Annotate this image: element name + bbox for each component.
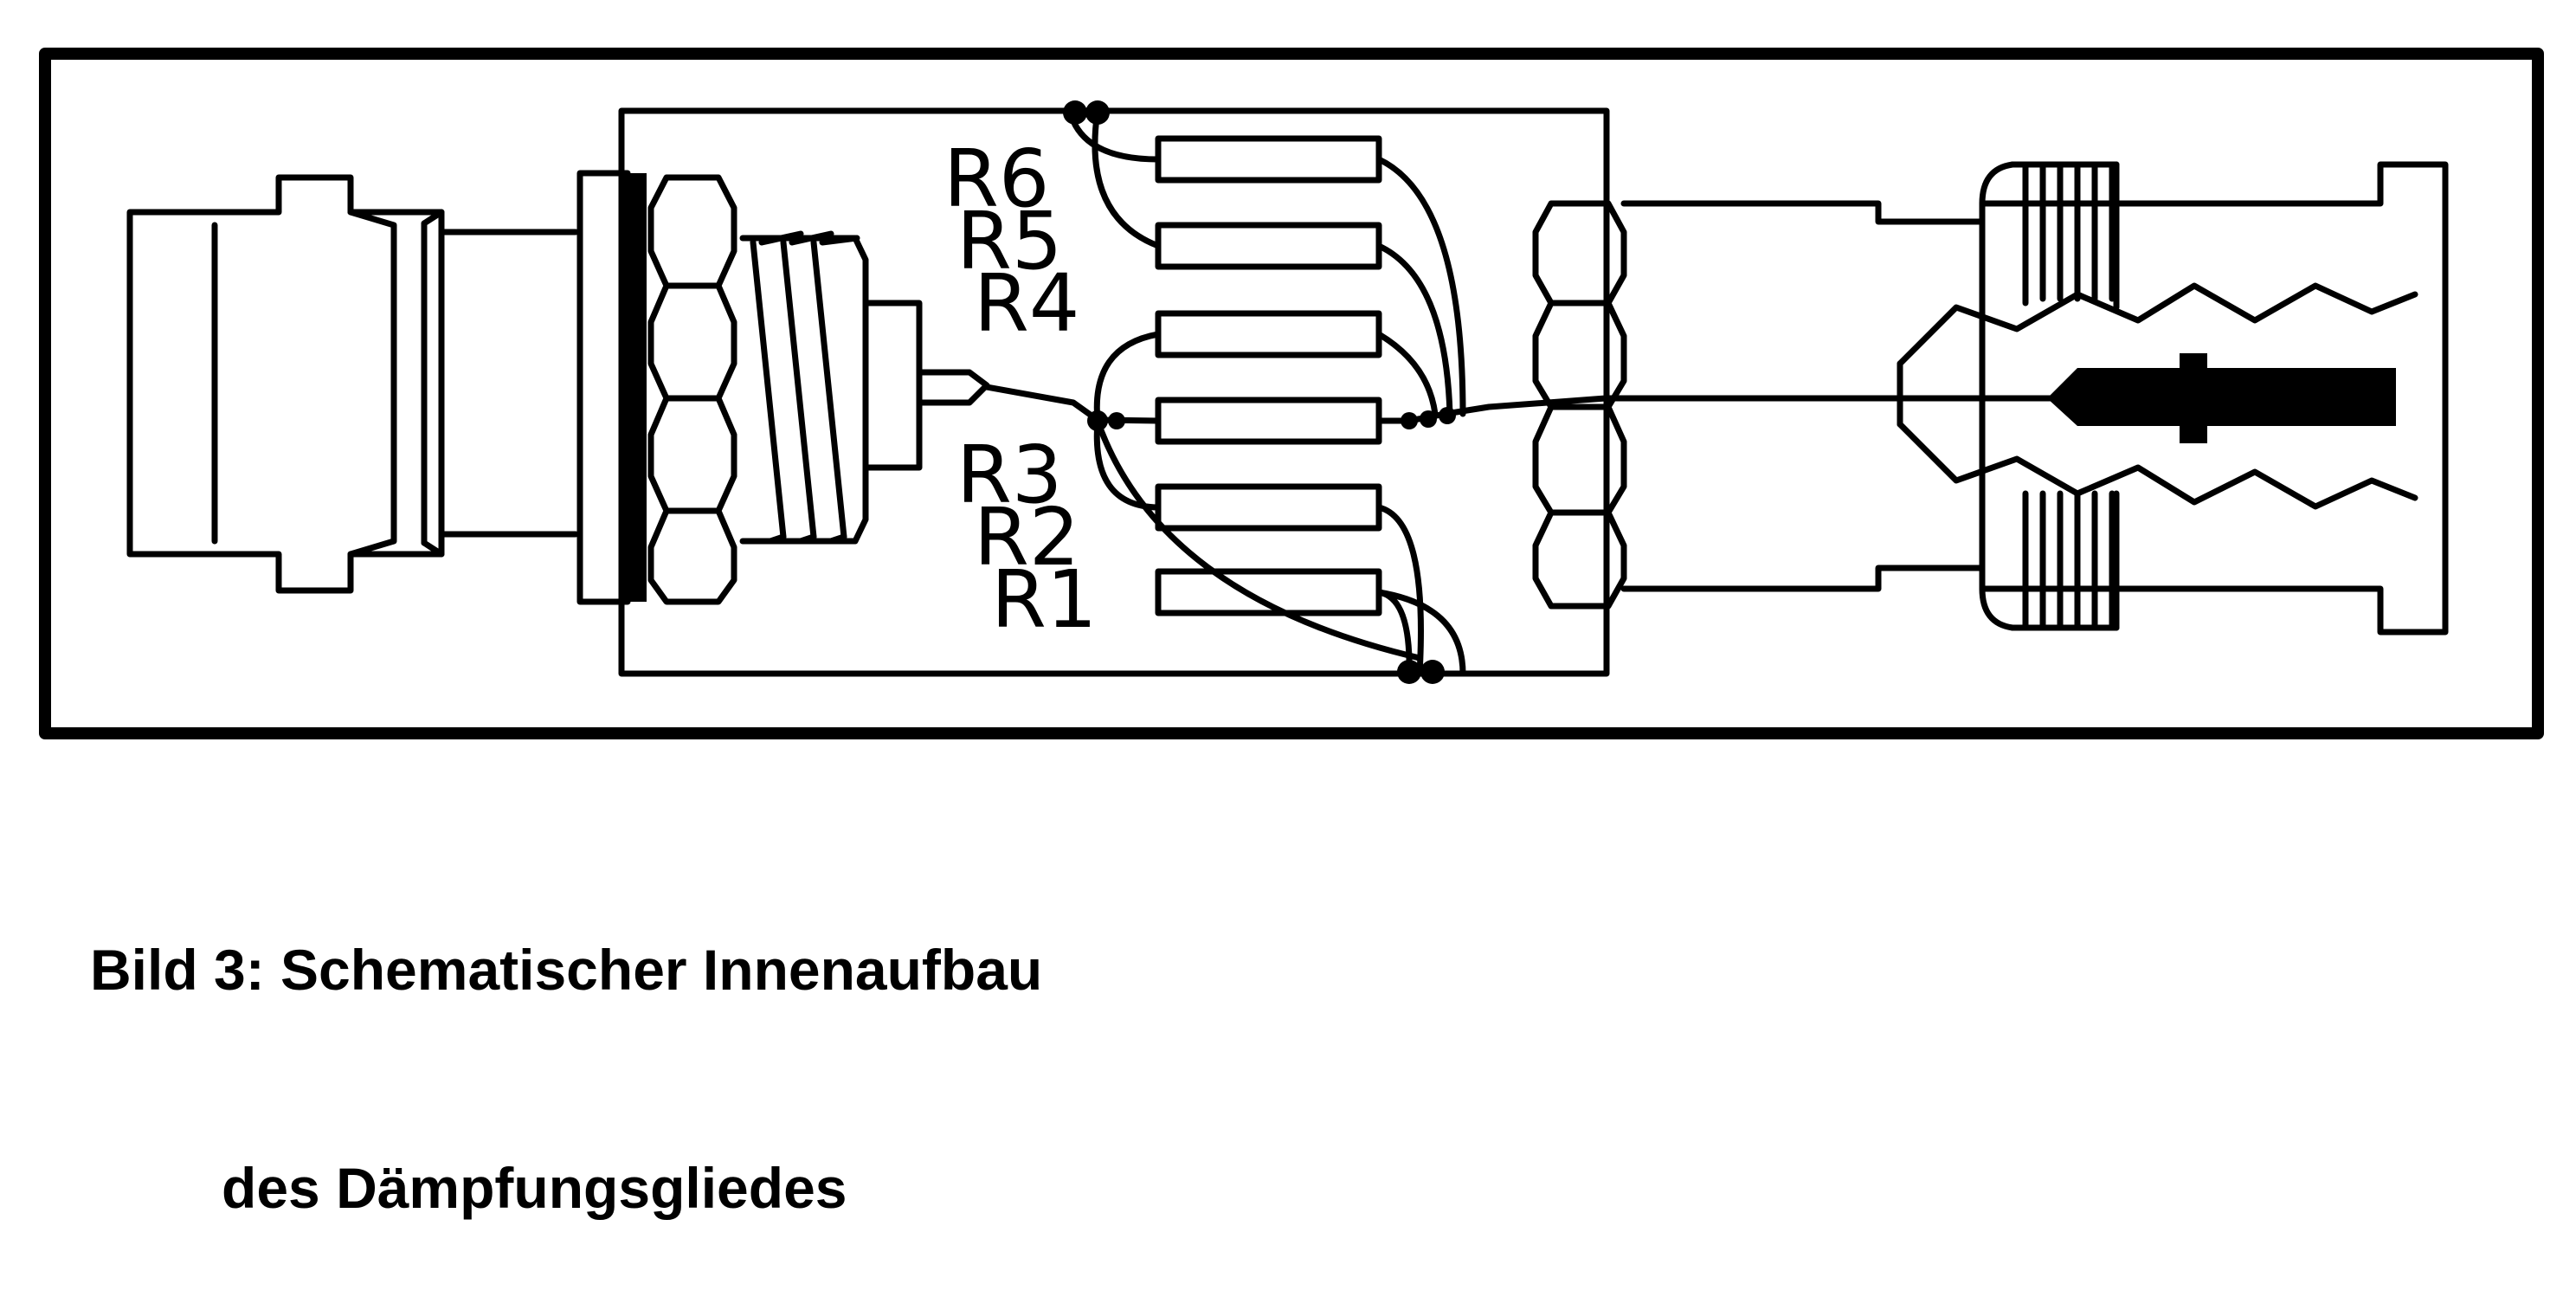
- right-bnc-connector: [1602, 161, 2449, 636]
- wiring: [983, 107, 1609, 677]
- resistor-r4: [1155, 310, 1382, 358]
- resistor-r6: [1155, 135, 1382, 184]
- circuit-board: [618, 107, 1610, 677]
- resistor-r5: [1155, 222, 1382, 270]
- left-hex-nut: [647, 174, 737, 605]
- caption-line-2: des Dämpfungsgliedes: [222, 1156, 847, 1220]
- resistor-r3: [1155, 483, 1382, 532]
- label-r3: R3: [956, 429, 1062, 521]
- resistor-array: [1155, 135, 1382, 616]
- solder-junctions: [1063, 100, 1456, 684]
- left-bnc-connector: [126, 174, 579, 594]
- figure-caption: Bild 3: Schematischer Innenaufbau des Dä…: [90, 788, 1042, 1297]
- resistor-r0: [1155, 397, 1382, 445]
- caption-line-1: Bild 3: Schematischer Innenaufbau: [90, 938, 1043, 1002]
- label-r1: R1: [991, 553, 1097, 646]
- right-hex-nut: [1532, 200, 1627, 610]
- threaded-sleeve: [739, 230, 990, 545]
- label-r2: R2: [974, 491, 1079, 584]
- attenuator-schematic: R6 R5 R4 R3 R2 R1: [39, 48, 2544, 739]
- label-r6: R6: [943, 132, 1049, 225]
- label-r5: R5: [956, 195, 1062, 287]
- flange: [576, 170, 647, 605]
- center-pin: [2047, 353, 2396, 443]
- label-r4: R4: [974, 257, 1079, 350]
- outer-frame: [39, 48, 2544, 739]
